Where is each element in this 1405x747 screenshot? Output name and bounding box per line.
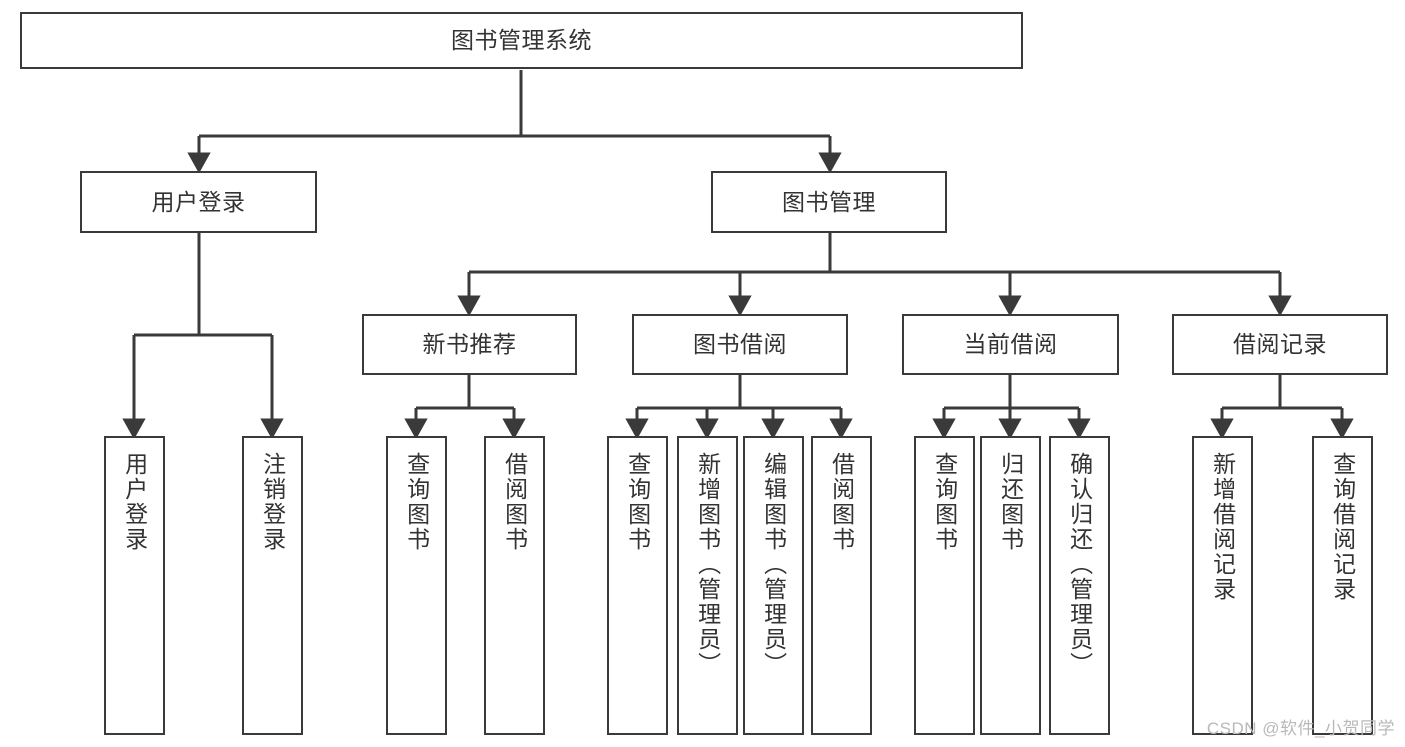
node-root-book-management-system[interactable]: 图书管理系统 — [20, 12, 1023, 69]
node-label: 新增图书（管理员） — [694, 452, 721, 677]
node-leaf-logout[interactable]: 注销登录 — [242, 436, 303, 735]
node-new-book-recommend[interactable]: 新书推荐 — [362, 314, 577, 375]
node-label: 当前借阅 — [963, 331, 1058, 358]
node-label: 查询图书 — [403, 452, 430, 552]
node-label: 新增借阅记录 — [1209, 452, 1236, 602]
node-label: 用户登录 — [121, 452, 148, 552]
node-label: 归还图书 — [997, 452, 1024, 552]
node-leaf-borrow-book[interactable]: 借阅图书 — [811, 436, 872, 735]
node-leaf-confirm-return-admin[interactable]: 确认归还（管理员） — [1049, 436, 1110, 735]
node-leaf-query-book-recommend[interactable]: 查询图书 — [386, 436, 447, 735]
node-leaf-edit-book-admin[interactable]: 编辑图书（管理员） — [743, 436, 804, 735]
node-label: 借阅图书 — [501, 452, 528, 552]
node-leaf-add-borrow-record[interactable]: 新增借阅记录 — [1192, 436, 1253, 735]
node-leaf-user-login[interactable]: 用户登录 — [104, 436, 165, 735]
node-label: 图书借阅 — [693, 331, 787, 358]
node-label: 借阅记录 — [1233, 331, 1327, 358]
node-book-borrow[interactable]: 图书借阅 — [632, 314, 848, 375]
node-label: 确认归还（管理员） — [1066, 452, 1093, 677]
node-label: 注销登录 — [259, 452, 286, 552]
node-leaf-query-book-borrow[interactable]: 查询图书 — [607, 436, 668, 735]
node-leaf-borrow-book-recommend[interactable]: 借阅图书 — [484, 436, 545, 735]
node-label: 图书管理 — [782, 188, 876, 215]
node-label: 新书推荐 — [422, 331, 517, 358]
node-leaf-query-book-current[interactable]: 查询图书 — [914, 436, 975, 735]
node-leaf-return-book[interactable]: 归还图书 — [980, 436, 1041, 735]
node-book-management[interactable]: 图书管理 — [711, 171, 947, 233]
node-label: 查询图书 — [624, 452, 651, 552]
node-leaf-add-book-admin[interactable]: 新增图书（管理员） — [677, 436, 738, 735]
node-label: 编辑图书（管理员） — [760, 452, 787, 677]
node-label: 查询图书 — [931, 452, 958, 552]
node-leaf-query-borrow-record[interactable]: 查询借阅记录 — [1312, 436, 1373, 735]
node-label: 借阅图书 — [828, 452, 855, 552]
node-label: 查询借阅记录 — [1329, 452, 1356, 602]
node-borrow-record[interactable]: 借阅记录 — [1172, 314, 1388, 375]
node-user-login[interactable]: 用户登录 — [80, 171, 317, 233]
node-label: 图书管理系统 — [451, 27, 592, 54]
node-label: 用户登录 — [151, 188, 246, 215]
node-current-borrow[interactable]: 当前借阅 — [902, 314, 1119, 375]
